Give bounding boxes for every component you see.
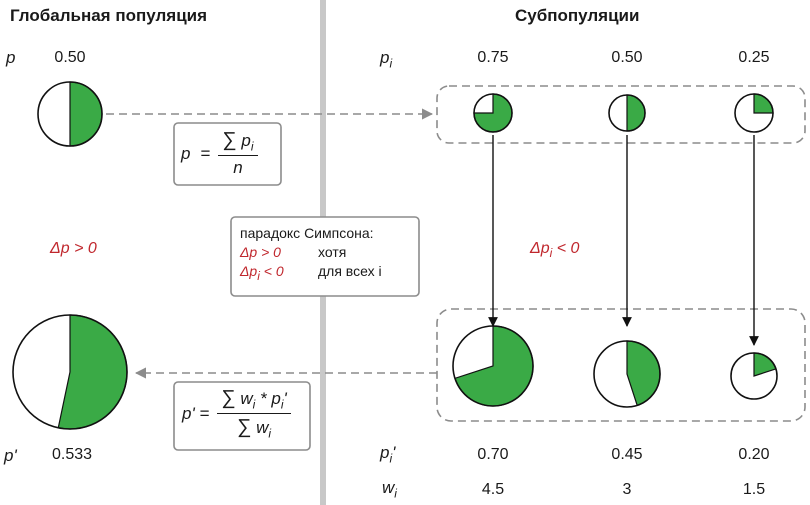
simpson-box (230, 216, 420, 297)
pie-outline (452, 325, 534, 407)
pie-sub-bottom-1 (452, 325, 534, 407)
subpopulations-title: Субпопуляции (515, 6, 640, 25)
pie-sub-bottom-2 (593, 340, 661, 408)
formula-weighted-lhs: p' = (182, 403, 210, 423)
simpson-line2-expr: Δpi < 0 (240, 263, 284, 283)
simpson-line1-text: хотя (318, 244, 347, 260)
global-p-value: 0.50 (54, 49, 86, 66)
global-p-label: p (6, 48, 16, 67)
pie-outline (734, 93, 774, 133)
sub-w-label: wi (382, 478, 397, 501)
sub-w-value-2: 3 (622, 481, 632, 498)
formula-weighted-fraction: ∑ wi * pi' ∑ wi (217, 387, 291, 441)
global-delta: Δp > 0 (50, 240, 97, 257)
pie-outline (593, 340, 661, 408)
simpson-line2-text: для всех i (318, 263, 382, 279)
pie-outline (608, 94, 646, 132)
pie-sub-top-3 (734, 93, 774, 133)
sub-p-value-1: 0.75 (477, 49, 509, 66)
formula-mean: p = ∑ pi n (181, 129, 258, 178)
pie-slice (626, 94, 646, 132)
global-p-prime-label: p' (4, 446, 17, 465)
sub-p-value-3: 0.25 (738, 49, 770, 66)
formula-box-mean (173, 122, 282, 186)
sub-p-prime-value-1: 0.70 (477, 446, 509, 463)
simpson-title: парадокс Симпсона: (240, 225, 374, 241)
formula-weighted: p' = ∑ wi * pi' ∑ wi (182, 387, 291, 441)
sub-delta: Δpi < 0 (530, 240, 580, 261)
sub-p-prime-value-2: 0.45 (611, 446, 643, 463)
sub-w-value-3: 1.5 (742, 481, 766, 498)
bottom-subpopulation-box (436, 308, 806, 422)
pie-outline (12, 314, 128, 430)
formula-mean-eq: = (200, 143, 211, 163)
sub-p-value-2: 0.50 (611, 49, 643, 66)
pie-outline (37, 81, 103, 147)
sub-p-label: pi (380, 48, 393, 71)
formula-mean-lhs: p (181, 143, 191, 163)
pie-global-top (37, 81, 103, 147)
pie-sub-top-2 (608, 94, 646, 132)
formula-mean-fraction: ∑ pi n (218, 129, 258, 178)
pie-global-bottom (12, 314, 128, 430)
pie-sub-bottom-3 (730, 352, 778, 400)
pie-outline (730, 352, 778, 400)
global-population-title: Глобальная популяция (10, 6, 208, 25)
top-subpopulation-box (436, 85, 806, 144)
sub-w-value-1: 4.5 (481, 481, 505, 498)
pie-outline (473, 93, 513, 133)
global-p-prime-value: 0.533 (51, 446, 93, 463)
sub-p-prime-label: pi' (380, 443, 396, 466)
simpson-line1-expr: Δp > 0 (240, 244, 281, 260)
pie-slice (69, 81, 103, 147)
pie-sub-top-1 (473, 93, 513, 133)
formula-box-weighted (173, 381, 311, 451)
simpson-paradox-note: парадокс Симпсона: Δp > 0 хотя Δpi < 0 д… (240, 225, 382, 283)
sub-p-prime-value-3: 0.20 (738, 446, 770, 463)
